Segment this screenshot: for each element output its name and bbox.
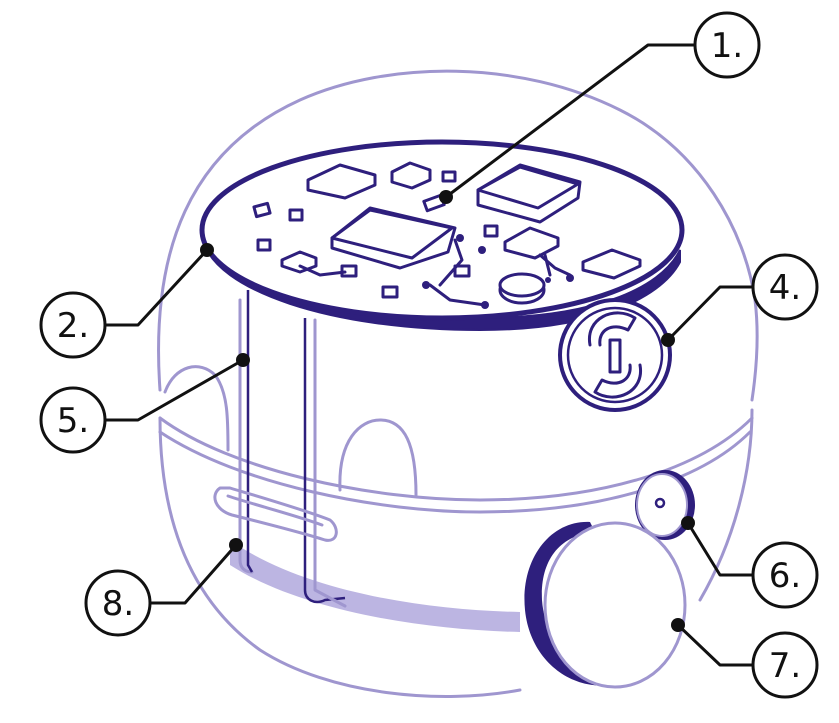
leader-4 [666, 285, 757, 342]
base-band [230, 540, 520, 632]
callout-2-circle [39, 291, 107, 359]
chip-mid-right [503, 226, 560, 260]
callout-1: 1. [693, 11, 761, 79]
callout-5: 5. [39, 386, 107, 454]
smd-5 [381, 285, 399, 299]
callout-8-circle [84, 569, 152, 637]
callout-6-circle [751, 541, 819, 609]
center-arch [338, 418, 418, 497]
callout-4: 4. [751, 253, 819, 321]
callout-2-label: 2. [57, 306, 89, 346]
wheel-face [543, 521, 687, 689]
leader-5 [103, 358, 245, 422]
strap-slot [213, 486, 338, 542]
anchor-6 [681, 516, 695, 530]
strap-slot-inner [226, 494, 324, 527]
callout-8-label: 8. [102, 584, 134, 624]
strap-right-outline [313, 318, 347, 608]
callout-4-circle [751, 253, 819, 321]
chip-right [581, 248, 642, 280]
leader-1 [444, 43, 697, 199]
trace-2 [428, 283, 487, 307]
lower-body-outline [158, 416, 522, 698]
circuit-board [199, 139, 685, 332]
callout-4-label: 4. [769, 268, 801, 308]
strap-right [303, 318, 346, 604]
callout-8: 8. [84, 569, 152, 637]
leader-8 [148, 543, 238, 605]
leader-lines [103, 43, 757, 667]
anchor-2 [200, 243, 214, 257]
power-button-ring [558, 298, 672, 412]
lower-body-right [698, 408, 754, 602]
callout-6: 6. [751, 541, 819, 609]
power-button-swirl [588, 311, 642, 399]
callout-2: 2. [39, 291, 107, 359]
leader-2 [103, 248, 209, 327]
anchor-1 [439, 190, 453, 204]
power-button-inner [566, 306, 664, 404]
callout-1-circle [693, 11, 761, 79]
side-sensor [635, 470, 695, 540]
via-3 [422, 281, 430, 289]
power-button-slot [608, 338, 622, 374]
strap-left [238, 298, 254, 574]
callout-7: 7. [751, 631, 819, 699]
trace-1 [298, 264, 347, 277]
anchor-7 [671, 618, 685, 632]
callout-5-label: 5. [57, 401, 89, 441]
callout-7-circle [751, 631, 819, 699]
smd-2 [288, 208, 304, 222]
chip-top-mid [390, 161, 432, 190]
callout-1-label: 1. [711, 26, 743, 66]
smd-3 [256, 238, 272, 252]
trace-5 [543, 253, 552, 277]
chip-large-right-top [476, 165, 580, 210]
chip-large-center-top [330, 208, 454, 260]
buzzer-top [498, 272, 546, 298]
via-2 [478, 246, 486, 254]
chip-group [252, 161, 642, 309]
callout-7-label: 7. [769, 646, 801, 686]
anchor-8 [229, 538, 243, 552]
trace-3 [438, 238, 464, 287]
via-5 [566, 274, 574, 282]
via-4 [481, 301, 489, 309]
callout-5-circle [39, 386, 107, 454]
front-strap [213, 290, 347, 608]
chip-small-left [280, 250, 318, 274]
leader-7 [676, 623, 757, 667]
smd-1 [252, 201, 272, 219]
anchor-5 [236, 353, 250, 367]
smd-6 [441, 170, 457, 183]
side-sensor-dot [654, 497, 666, 509]
via-6 [545, 277, 551, 283]
left-arch [163, 365, 230, 452]
smd-9 [483, 224, 499, 238]
chip-top-left [306, 163, 377, 200]
via-1 [456, 234, 464, 242]
leader-6 [686, 521, 757, 577]
power-button [558, 298, 672, 412]
strap-inner-left [246, 290, 254, 573]
callout-6-label: 6. [769, 556, 801, 596]
wheel-rim [524, 521, 615, 686]
smd-8 [453, 264, 471, 278]
anchor-4 [661, 333, 675, 347]
wheel [524, 521, 687, 689]
